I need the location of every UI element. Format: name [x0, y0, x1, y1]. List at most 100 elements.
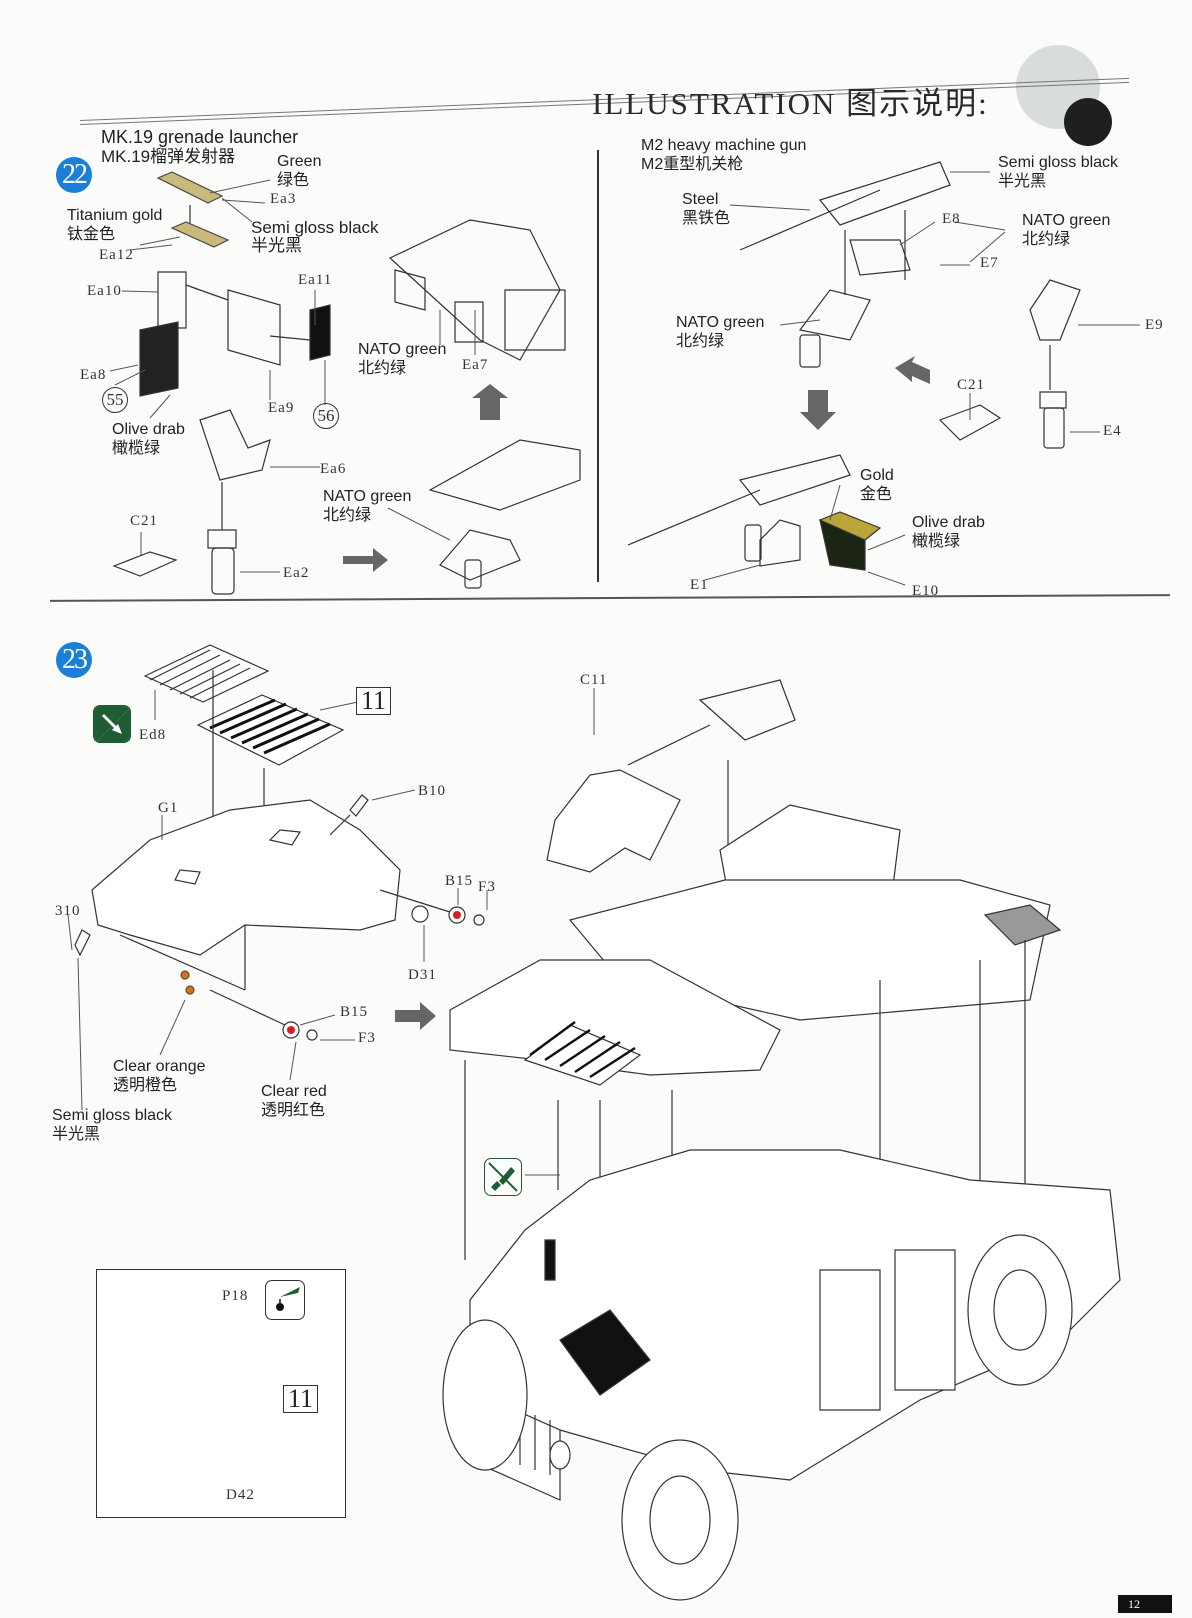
assembly-arrow-diag [895, 356, 930, 384]
color-label-en: NATO green [323, 488, 412, 505]
ed8-photo-etch [145, 645, 268, 702]
front-wheel [443, 1320, 738, 1600]
color-label-cn: 半光黑 [52, 1126, 101, 1143]
part-label: G1 [158, 800, 179, 816]
headlight-b15-left [210, 990, 318, 1041]
color-label-cn: 北约绿 [1022, 231, 1071, 248]
color-label-cn: 绿色 [277, 172, 310, 189]
part-label: E10 [912, 583, 940, 599]
color-label-en: NATO green [676, 314, 765, 331]
part-label: Ea10 [87, 283, 122, 299]
step-number-badge: 23 [56, 642, 92, 678]
color-label-en: Semi gloss black [251, 218, 379, 237]
do-not-glue-icon [484, 1158, 522, 1196]
assembly-arrow-down [800, 390, 836, 430]
color-label-cn: 黑铁色 [682, 210, 731, 227]
color-label-cn: 橄榄绿 [112, 440, 161, 457]
part-label: Ea8 [80, 367, 107, 383]
mk19-title-en: MK.19 grenade launcher [101, 127, 299, 147]
apply-decal-solution-icon [265, 1280, 305, 1320]
vehicle-hood-installed [450, 960, 780, 1330]
part-label: C11 [580, 672, 608, 688]
part-label: Ea12 [99, 247, 134, 263]
vehicle-doors [545, 1240, 955, 1410]
part-label: Ea11 [298, 272, 333, 288]
color-label-cn: 半光黑 [998, 173, 1047, 190]
color-label-en: NATO green [358, 341, 447, 358]
sub-assembly-ref: 11 [283, 1385, 319, 1413]
page-title: ILLUSTRATION 图示说明: [592, 86, 989, 121]
color-label-en: Olive drab [912, 514, 985, 531]
color-label-cn: 北约绿 [323, 507, 372, 524]
decal-number: 55 [102, 387, 128, 413]
part-label: E8 [942, 211, 961, 227]
mk19-ammo-belt-top [158, 172, 222, 226]
page-number: 12 [1118, 1595, 1172, 1613]
part-label: Ea3 [270, 191, 297, 207]
part-label: Ea2 [283, 565, 310, 581]
part-label: F3 [478, 879, 496, 895]
part-label: Ea9 [268, 400, 295, 416]
part-label: Ed8 [139, 727, 167, 743]
color-label-en: Steel [682, 191, 719, 208]
part-label: E9 [1145, 317, 1164, 333]
part-label: Ea6 [320, 461, 347, 477]
part-label: E7 [980, 255, 999, 271]
m2-cradle [800, 290, 870, 367]
mk19-feed-frame [140, 272, 330, 396]
part-label: P18 [222, 1288, 249, 1304]
color-label-en: Semi gloss black [52, 1107, 173, 1124]
header-decor-circle-dark [1064, 98, 1112, 146]
mk19-assembled-top [390, 220, 565, 360]
mk19-pintle [114, 530, 236, 594]
part-label: D42 [226, 1487, 255, 1503]
rear-wheel [968, 1235, 1072, 1385]
color-label-en: Green [277, 153, 322, 170]
part-label: F3 [358, 1030, 376, 1046]
part-label: E1 [690, 577, 709, 593]
assembly-arrow-right [343, 548, 388, 572]
part-label: E4 [1103, 423, 1122, 439]
m2-gun-assembled [628, 455, 880, 570]
color-label-en: Clear orange [113, 1058, 206, 1075]
mk19-ammo-belt-bottom [172, 222, 228, 247]
decal-number: 56 [313, 403, 339, 429]
step22-column-divider [597, 150, 599, 582]
color-label-en: Olive drab [112, 421, 185, 438]
assembly-arrow-right-23 [395, 1002, 436, 1030]
color-label-cn: 透明红色 [261, 1102, 326, 1119]
sub-assembly-ref: 11 [356, 687, 392, 715]
color-label-cn: 透明橙色 [113, 1077, 178, 1094]
color-label-en: NATO green [1022, 212, 1111, 229]
hood-g1 [92, 800, 400, 995]
hood-vent-grille [198, 695, 343, 765]
mk19-assembled-bottom [430, 440, 580, 588]
m2-cradle-e9 [940, 280, 1080, 448]
part-label: D31 [408, 967, 437, 983]
mirror-b10 [75, 795, 368, 955]
color-label-cn: 金色 [860, 486, 893, 503]
step-number-badge: 22 [56, 157, 92, 193]
part-label: B15 [445, 873, 474, 889]
part-label: 310 [55, 903, 81, 919]
color-label-cn: 北约绿 [358, 360, 407, 377]
bend-photo-etch-icon [93, 705, 131, 743]
color-label-en: Semi gloss black [998, 154, 1119, 171]
mk19-cradle [200, 410, 270, 530]
color-label-en: Gold [860, 467, 894, 484]
color-label-cn: 钛金色 [67, 226, 116, 243]
m2-title-en: M2 heavy machine gun [641, 137, 807, 154]
part-label: B15 [340, 1004, 369, 1020]
color-label-en: Titanium gold [67, 207, 163, 224]
assembly-arrow-up [472, 384, 508, 420]
part-label: B10 [418, 783, 447, 799]
part-label: C21 [957, 377, 986, 393]
color-label-cn: 北约绿 [676, 333, 725, 350]
m2-gun-top [740, 162, 950, 295]
mk19-title-cn: MK.19榴弹发射器 [101, 147, 236, 166]
color-label-en: Clear red [261, 1083, 327, 1100]
color-label-cn: 橄榄绿 [912, 533, 961, 550]
headlight-b15-right [380, 890, 485, 926]
part-label: Ea7 [462, 357, 489, 373]
m2-title-cn: M2重型机关枪 [641, 156, 744, 173]
